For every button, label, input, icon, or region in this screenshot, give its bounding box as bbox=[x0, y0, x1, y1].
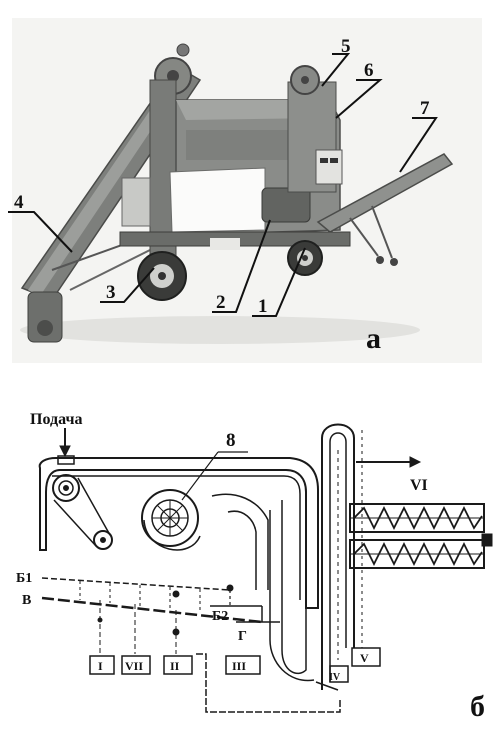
conveyor-leg-2 bbox=[371, 205, 393, 259]
aspiration-channel bbox=[53, 477, 111, 547]
left-elevator-foot-roller bbox=[37, 320, 53, 336]
bin-VII bbox=[121, 655, 151, 675]
middle-drum-hub bbox=[100, 537, 106, 543]
label-plate bbox=[210, 238, 240, 250]
housing-inner-wall bbox=[52, 475, 301, 600]
bottom-chain-conveyor bbox=[196, 653, 341, 713]
leader-4 bbox=[8, 211, 73, 253]
right-conveyor bbox=[316, 153, 454, 233]
fan-housing bbox=[141, 489, 199, 547]
photo-shadow bbox=[20, 316, 420, 344]
left-wheel-hub bbox=[158, 272, 166, 280]
flow-dot-4 bbox=[226, 584, 234, 592]
elevator-outer bbox=[321, 423, 355, 690]
leader-8 bbox=[181, 451, 219, 501]
photo-number-6: 6 bbox=[364, 60, 374, 81]
photo-number-2: 2 bbox=[216, 292, 226, 313]
control-box bbox=[315, 149, 343, 185]
bin-label-IV: IV bbox=[329, 672, 341, 683]
feed-arrow-head bbox=[59, 445, 71, 458]
flow-schematic bbox=[38, 423, 493, 713]
feed-label: Подача bbox=[30, 411, 82, 428]
bin-label-III: III bbox=[232, 659, 246, 673]
machine-photo: 5 6 7 4 3 2 1 а bbox=[8, 18, 482, 363]
sieve-v bbox=[41, 596, 263, 624]
part-number-8: 8 bbox=[226, 430, 236, 451]
conveyor-caster-2 bbox=[390, 258, 398, 266]
output-label: VI bbox=[410, 477, 428, 494]
bin-II bbox=[163, 655, 193, 675]
left-elevator-foot bbox=[27, 291, 63, 343]
photo-number-3: 3 bbox=[106, 282, 116, 303]
left-drum-hub bbox=[63, 485, 69, 491]
control-indicator-1 bbox=[320, 158, 328, 163]
bin-label-VII: VII bbox=[125, 659, 143, 673]
bin-flows bbox=[99, 600, 177, 654]
bin-label-V: V bbox=[360, 651, 369, 665]
bin-V bbox=[351, 647, 381, 667]
panel-letter-a: а bbox=[366, 322, 381, 355]
bin-III bbox=[225, 655, 261, 675]
bin-I bbox=[89, 655, 115, 675]
auger-drive bbox=[481, 533, 493, 547]
fan-blades bbox=[152, 500, 188, 536]
flow-dot-3 bbox=[172, 590, 180, 598]
sieve-dividers bbox=[79, 581, 201, 612]
output-arrow-head bbox=[409, 456, 422, 468]
leader-7 bbox=[399, 117, 438, 173]
photo-number-7: 7 bbox=[420, 98, 430, 119]
sieve-b1 bbox=[41, 577, 231, 591]
label-b2: Б2 bbox=[212, 609, 228, 624]
left-drum bbox=[52, 474, 80, 502]
gauge-knob bbox=[176, 43, 190, 57]
motor bbox=[261, 187, 311, 223]
bin-label-I: I bbox=[98, 659, 103, 673]
flow-dot-1 bbox=[97, 617, 103, 623]
label-v: В bbox=[22, 593, 31, 608]
right-top-pulley-hub bbox=[301, 76, 309, 84]
label-g: Г bbox=[238, 629, 247, 644]
leader-1 bbox=[252, 247, 306, 317]
bin-label-II: II bbox=[170, 659, 180, 673]
conveyor-leg-1 bbox=[349, 217, 379, 257]
elevator-boot bbox=[315, 681, 339, 691]
conveyor-caster-1 bbox=[376, 256, 384, 264]
feed-hopper bbox=[57, 455, 75, 465]
leader-6 bbox=[335, 79, 383, 119]
left-elevator-highlight bbox=[28, 72, 186, 296]
return-duct-outer bbox=[269, 510, 315, 682]
photo-number-1: 1 bbox=[258, 296, 268, 317]
elevator-inner bbox=[329, 432, 347, 682]
flow-dot-2 bbox=[172, 628, 180, 636]
right-wheel-hub bbox=[302, 255, 308, 261]
housing-outline bbox=[38, 457, 319, 609]
leader-3 bbox=[100, 267, 155, 303]
photo-number-4: 4 bbox=[14, 192, 24, 213]
photo-leader-lines bbox=[8, 53, 438, 317]
left-elevator-strut-2 bbox=[69, 249, 151, 291]
leader-2 bbox=[212, 219, 271, 313]
panel-letter-b: б bbox=[470, 690, 485, 723]
settling-duct-1 bbox=[211, 493, 269, 590]
left-top-pulley-hub bbox=[167, 70, 179, 82]
fan-scroll bbox=[143, 519, 201, 551]
settling-duct-2 bbox=[227, 510, 257, 590]
leader-5 bbox=[321, 53, 351, 87]
control-indicator-2 bbox=[330, 158, 338, 163]
white-cover bbox=[169, 167, 266, 233]
label-b1: Б1 bbox=[16, 571, 32, 586]
return-duct bbox=[281, 500, 307, 675]
photo-number-5: 5 bbox=[341, 36, 351, 57]
side-box bbox=[121, 177, 151, 227]
left-drum-inner bbox=[58, 480, 74, 496]
middle-drum bbox=[93, 530, 113, 550]
